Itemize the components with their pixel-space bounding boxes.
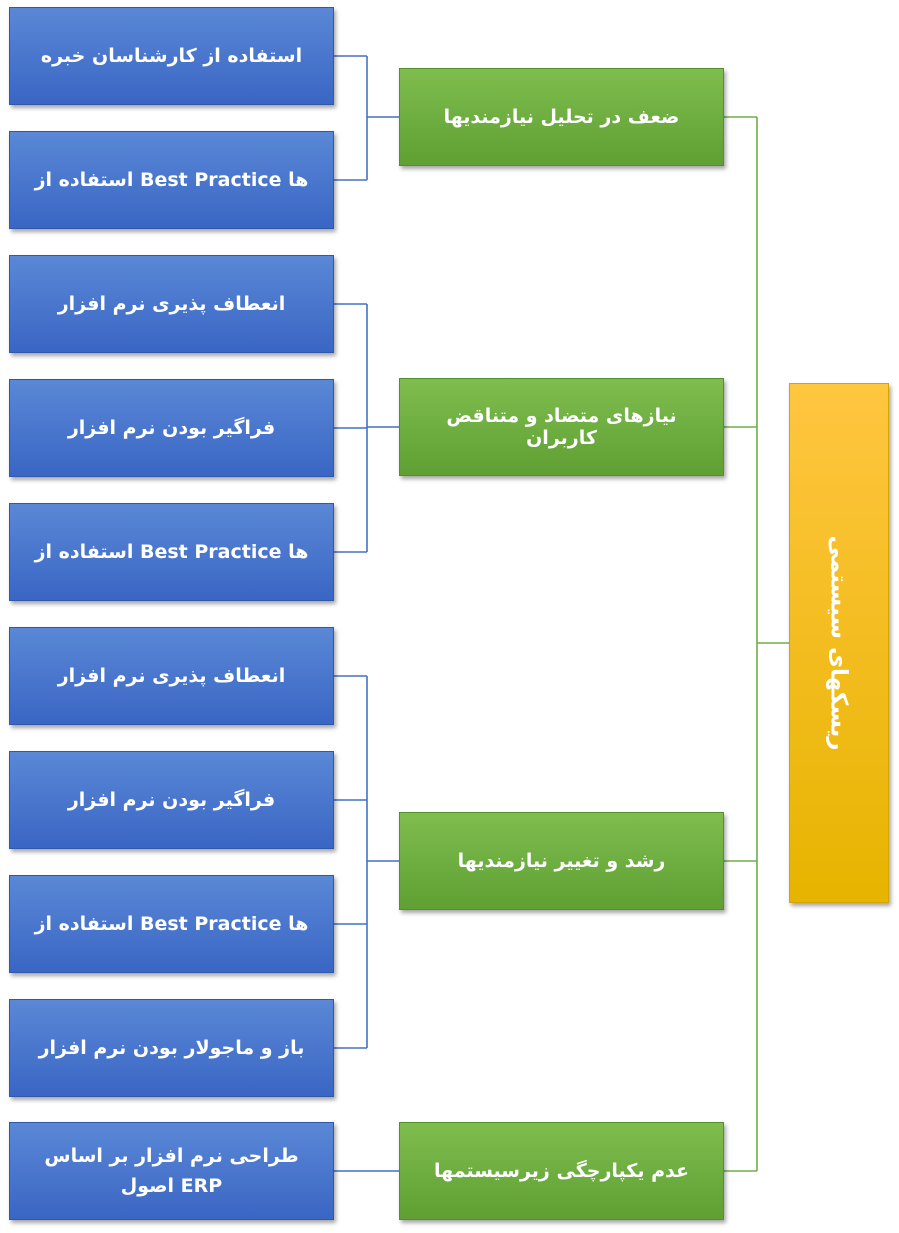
risk-label: ضعف در تحلیل نیازمندیها <box>443 106 680 128</box>
mitigation-node: انعطاف پذیری نرم افزار <box>9 255 334 353</box>
mitigation-label: استفاده از Best Practice ها <box>34 541 309 563</box>
risk-node-conflicting-needs: نیازهای متضاد و متناقض کاربران <box>399 378 724 476</box>
risk-label: عدم یکپارچگی زیرسیستمها <box>434 1160 689 1182</box>
mitigation-node: استفاده از Best Practice ها <box>9 875 334 973</box>
mitigation-label: فراگیر بودن نرم افزار <box>67 789 276 811</box>
mitigation-node: استفاده از کارشناسان خبره <box>9 7 334 105</box>
mitigation-label: استفاده از Best Practice ها <box>34 169 309 191</box>
mitigation-label: انعطاف پذیری نرم افزار <box>57 293 286 315</box>
risk-label: رشد و تغییر نیازمندیها <box>457 850 666 872</box>
mitigation-node: فراگیر بودن نرم افزار <box>9 751 334 849</box>
mitigation-node: باز و ماجولار بودن نرم افزار <box>9 999 334 1097</box>
root-node: ریسکهای سیستمی <box>789 383 889 903</box>
mitigation-label: فراگیر بودن نرم افزار <box>67 417 276 439</box>
mitigation-label: استفاده از Best Practice ها <box>34 913 309 935</box>
mitigation-label: باز و ماجولار بودن نرم افزار <box>38 1037 305 1059</box>
mitigation-label: استفاده از کارشناسان خبره <box>40 45 303 67</box>
mitigation-node: طراحی نرم افزار بر اساس اصول ERP <box>9 1122 334 1220</box>
mitigation-node: استفاده از Best Practice ها <box>9 131 334 229</box>
root-label: ریسکهای سیستمی <box>826 535 852 751</box>
mitigation-node: استفاده از Best Practice ها <box>9 503 334 601</box>
risk-node-subsystem-integration: عدم یکپارچگی زیرسیستمها <box>399 1122 724 1220</box>
mitigation-label: طراحی نرم افزار بر اساس اصول ERP <box>44 1145 299 1197</box>
risk-node-requirements-analysis: ضعف در تحلیل نیازمندیها <box>399 68 724 166</box>
risk-label: نیازهای متضاد و متناقض کاربران <box>446 405 677 449</box>
mitigation-node: انعطاف پذیری نرم افزار <box>9 627 334 725</box>
risk-node-requirements-change: رشد و تغییر نیازمندیها <box>399 812 724 910</box>
mitigation-label: انعطاف پذیری نرم افزار <box>57 665 286 687</box>
mitigation-node: فراگیر بودن نرم افزار <box>9 379 334 477</box>
